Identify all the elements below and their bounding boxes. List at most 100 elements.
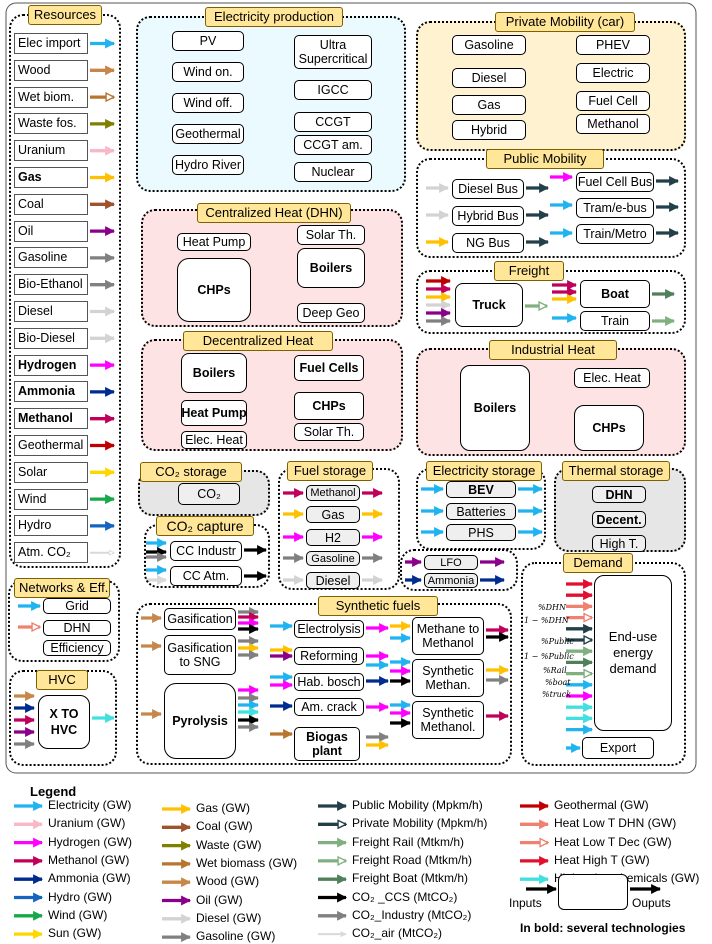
tech-dec-heat-pump: Heat Pump	[181, 400, 247, 426]
tech-ind-elec-heat: Elec. Heat	[574, 368, 650, 388]
tech-car-gas: Gas	[452, 95, 526, 115]
resource-7: Oil	[14, 220, 88, 242]
tech-ts-decent: Decent.	[592, 511, 646, 528]
legend-item-18: Freight Rail (Mtkm/h)	[352, 834, 465, 849]
resource-11: Bio-Diesel	[14, 327, 88, 349]
resource-1: Wood	[14, 59, 88, 81]
tech-car-gasoline: Gasoline	[452, 35, 526, 55]
tech-export: Export	[582, 737, 654, 759]
tech-tram-ebus: Tram/e-bus	[576, 198, 654, 218]
group-title-thermal-storage: Thermal storage	[562, 461, 670, 481]
legend-item-22: CO₂_Industry (MtCO₂)	[352, 907, 472, 922]
resource-14: Methanol	[14, 408, 88, 430]
tech-synthetic-methanation: Synthetic Methan.	[412, 659, 484, 697]
tech-ts-dhn: DHN	[592, 486, 646, 503]
tech-ultra-supercritical: Ultra Supercritical	[294, 35, 372, 69]
group-title-decentralized-heat: Decentralized Heat	[183, 331, 333, 351]
legend-item-4: Ammonia (GW)	[48, 871, 131, 886]
legend-item-23: CO₂_air (MtCO₂)	[352, 926, 442, 941]
demand-share-3: 1 − %Public	[524, 652, 574, 661]
group-title-co2-storage: CO₂ storage	[140, 462, 242, 482]
legend-item-24: Geothermal (GW)	[554, 798, 649, 812]
tech-dec-elec-heat: Elec. Heat	[181, 431, 247, 449]
group-title-resources: Resources	[28, 5, 102, 25]
tech-batteries: Batteries	[446, 503, 516, 520]
tech-ind-boilers: Boilers	[460, 365, 530, 451]
legend-item-16: Public Mobility (Mpkm/h)	[352, 798, 483, 812]
tech-ng-bus: NG Bus	[452, 233, 524, 253]
legend-item-26: Heat Low T Dec (GW)	[554, 834, 672, 849]
tech-dhn-heat-pump: Heat Pump	[177, 233, 251, 251]
demand-share-0: %DHN	[538, 603, 566, 612]
resource-15: Geothermal	[14, 435, 88, 456]
legend-item-10: Waste (GW)	[196, 837, 262, 852]
legend-outputs: Ouputs	[632, 896, 671, 910]
tech-hydro-river: Hydro River	[172, 155, 244, 175]
resource-9: Bio-Ethanol	[14, 274, 88, 296]
tech-fs-gasoline: Gasoline	[306, 551, 360, 566]
tech-train-metro: Train/Metro	[576, 224, 654, 244]
legend-inputs: Inputs	[509, 896, 542, 910]
legend-item-8: Gas (GW)	[196, 801, 250, 815]
legend-item-20: Freight Boat (Mtkm/h)	[352, 871, 469, 886]
resource-5: Gas	[14, 167, 88, 188]
group-title-public-mobility: Public Mobility	[486, 149, 604, 169]
tech-fs-lfo: LFO	[424, 555, 478, 570]
tech-hybrid-bus: Hybrid Bus	[452, 206, 524, 226]
group-title-electricity-storage: Electricity storage	[426, 461, 542, 481]
legend-item-7: Sun (GW)	[48, 926, 102, 941]
legend-item-14: Diesel (GW)	[196, 910, 262, 925]
tech-gasification: Gasification	[164, 608, 236, 630]
legend-item-0: Electricity (GW)	[48, 798, 132, 812]
tech-pyrolysis: Pyrolysis	[164, 683, 236, 759]
industrial-heat-frame	[416, 348, 686, 456]
resource-3: Waste fos.	[14, 113, 88, 135]
legend-item-6: Wind (GW)	[48, 907, 108, 922]
group-title-synthetic-fuels: Synthetic fuels	[318, 596, 438, 616]
tech-fs-gas: Gas	[306, 506, 360, 523]
tech-dhn-solar-th: Solar Th.	[297, 225, 365, 245]
resource-10: Diesel	[14, 301, 88, 322]
tech-car-methanol: Methanol	[576, 114, 650, 134]
legend-title: Legend	[30, 784, 77, 799]
resource-19: Atm. CO₂	[14, 542, 88, 564]
resource-12: Hydrogen	[14, 354, 88, 376]
tech-diesel-bus: Diesel Bus	[452, 179, 524, 199]
tech-electrolysis: Electrolysis	[294, 620, 364, 638]
tech-ts-high-t: High T.	[592, 535, 646, 552]
tech-biogas-plant: Biogas plant	[294, 727, 360, 761]
group-title-hvc: HVC	[36, 670, 88, 690]
resource-4: Uranium	[14, 140, 88, 162]
group-title-electricity-production: Electricity production	[205, 7, 343, 27]
tech-ccgt-am: CCGT am.	[294, 135, 372, 155]
legend-item-9: Coal (GW)	[196, 819, 253, 834]
group-title-fuel-storage: Fuel storage	[287, 461, 373, 481]
tech-car-diesel: Diesel	[452, 68, 526, 88]
tech-cc-industry: CC Industr	[170, 541, 242, 561]
tech-efficiency: Efficiency	[43, 640, 111, 656]
legend-item-1: Uranium (GW)	[48, 816, 126, 831]
tech-x-to-hvc: X TO HVC	[38, 695, 90, 749]
tech-dec-boilers: Boilers	[181, 353, 247, 393]
tech-wind-offshore: Wind off.	[172, 93, 244, 113]
tech-fuel-cell-bus: Fuel Cell Bus	[576, 172, 654, 192]
tech-fs-h2: H2	[306, 529, 360, 546]
fuel-storage-ext-frame	[400, 549, 518, 591]
demand-share-4: %Rail	[543, 666, 567, 675]
tech-train-freight: Train	[580, 311, 650, 331]
tech-igcc: IGCC	[294, 80, 372, 100]
tech-truck: Truck	[455, 283, 523, 327]
tech-dec-solar-th: Solar Th.	[294, 423, 364, 441]
tech-dec-fuel-cells: Fuel Cells	[294, 355, 364, 381]
group-title-industrial-heat: Industrial Heat	[489, 340, 617, 360]
resource-17: Wind	[14, 488, 88, 510]
legend-note: In bold: several technologies	[520, 921, 686, 935]
tech-car-phev: PHEV	[576, 35, 650, 55]
tech-co2-storage: CO₂	[178, 483, 240, 505]
legend-item-15: Gasoline (GW)	[196, 929, 276, 944]
legend-tech-box	[558, 874, 628, 910]
tech-phs: PHS	[446, 524, 516, 541]
tech-cc-atm: CC Atm.	[170, 566, 242, 586]
group-title-co2-capture: CO₂ capture	[156, 516, 254, 536]
tech-bev: BEV	[446, 481, 516, 498]
